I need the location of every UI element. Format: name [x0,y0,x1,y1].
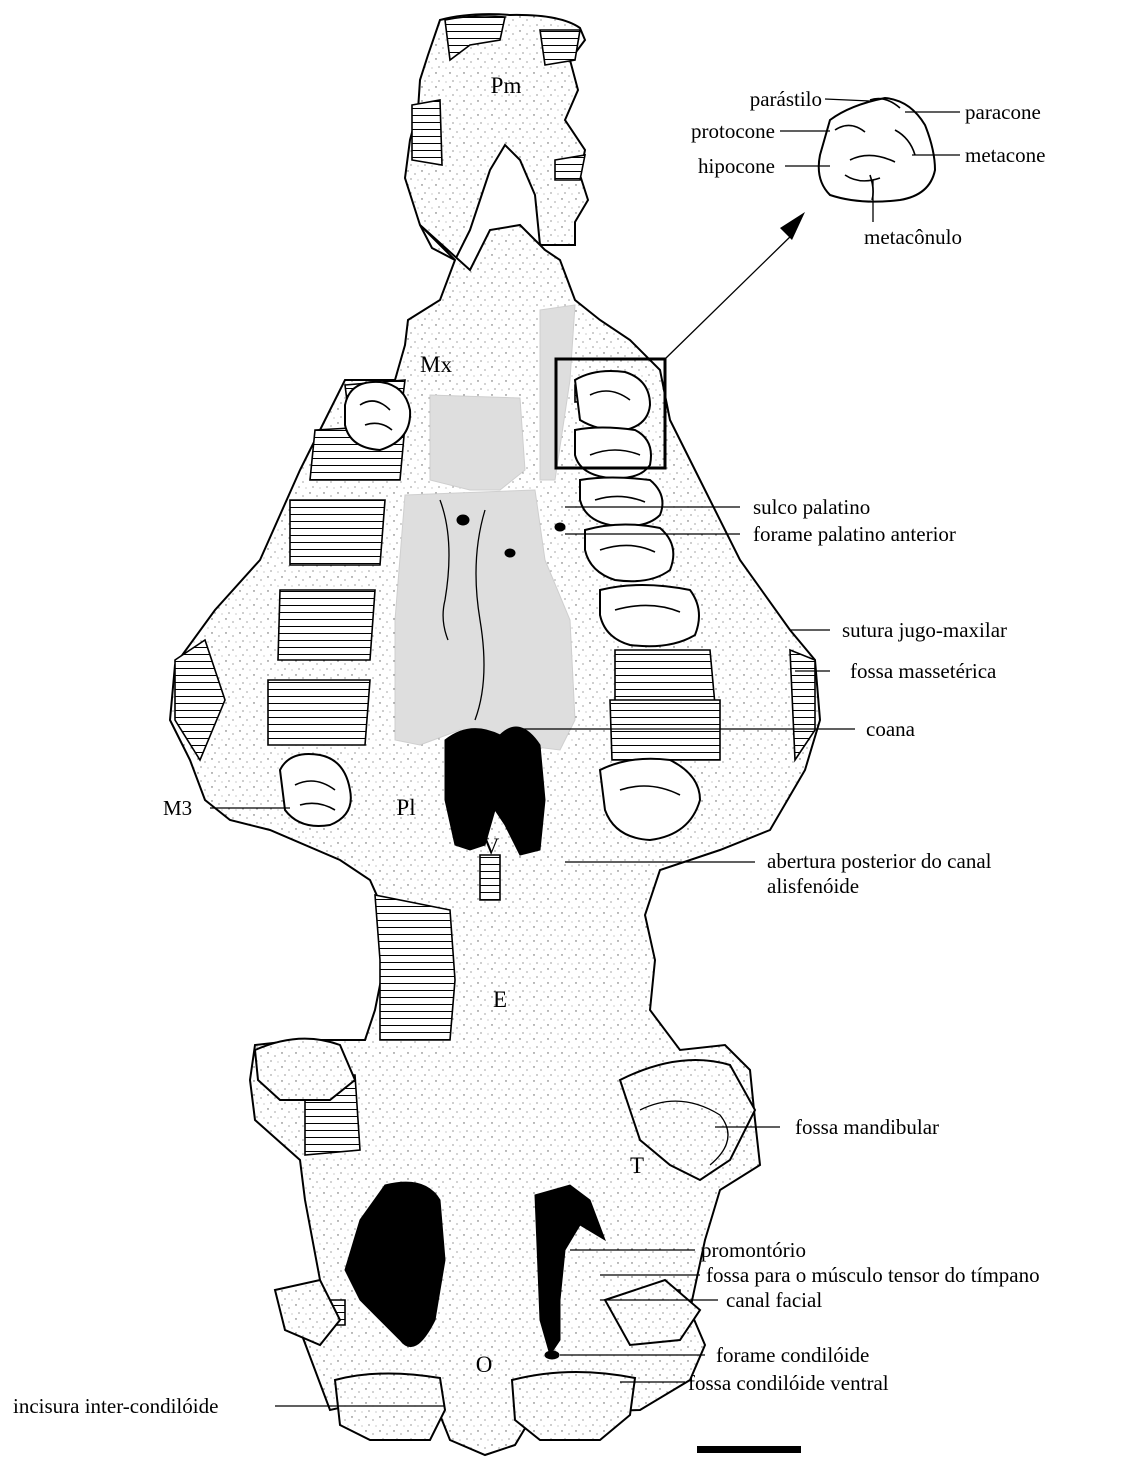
label-alisphenoid-canal-1: abertura posterior do canal [767,849,992,873]
condyloid-foramen [545,1351,559,1359]
label-ventral-condyloid-fossa: fossa condilóide ventral [688,1371,889,1395]
molar-inset [819,98,935,202]
arrowhead [780,212,805,240]
label-third-molar: M3 [163,796,192,820]
label-mandibular-fossa: fossa mandibular [795,1115,939,1139]
label-metacone: metacone [965,143,1045,167]
label-anterior-palatine-foramen: forame palatino anterior [753,522,956,546]
label-alisphenoid-canal-2: alisfenóide [767,874,859,898]
label-temporal: T [630,1153,644,1178]
anterior-palatine-foramen [555,523,565,531]
label-promontory: promontório [701,1238,806,1262]
label-condyloid-foramen: forame condilóide [716,1343,869,1367]
scale-bar [697,1446,801,1453]
label-metaconule: metacônulo [864,225,962,249]
label-maxilla: Mx [420,352,452,377]
label-palatine-sulcus: sulco palatino [753,495,870,519]
label-choana: coana [866,717,916,741]
label-protocone: protocone [691,119,775,143]
label-jugomaxillary-suture: sutura jugo-maxilar [842,618,1007,642]
label-occipital: O [476,1352,493,1377]
label-premaxilla: Pm [491,73,522,98]
label-intercondyloid-notch: incisura inter-condilóide [13,1394,218,1418]
label-masseteric-fossa: fossa massetérica [850,659,997,683]
label-hypocone: hipocone [698,154,775,178]
label-sphenoid: E [493,987,507,1012]
label-paracone: paracone [965,100,1041,124]
label-palatine: Pl [396,795,415,820]
label-facial-canal: canal facial [726,1288,822,1312]
label-vomer: V [483,834,500,859]
label-tensor-tympani-fossa: fossa para o músculo tensor do tímpano [706,1263,1040,1287]
label-parastyle: parástilo [750,87,822,111]
